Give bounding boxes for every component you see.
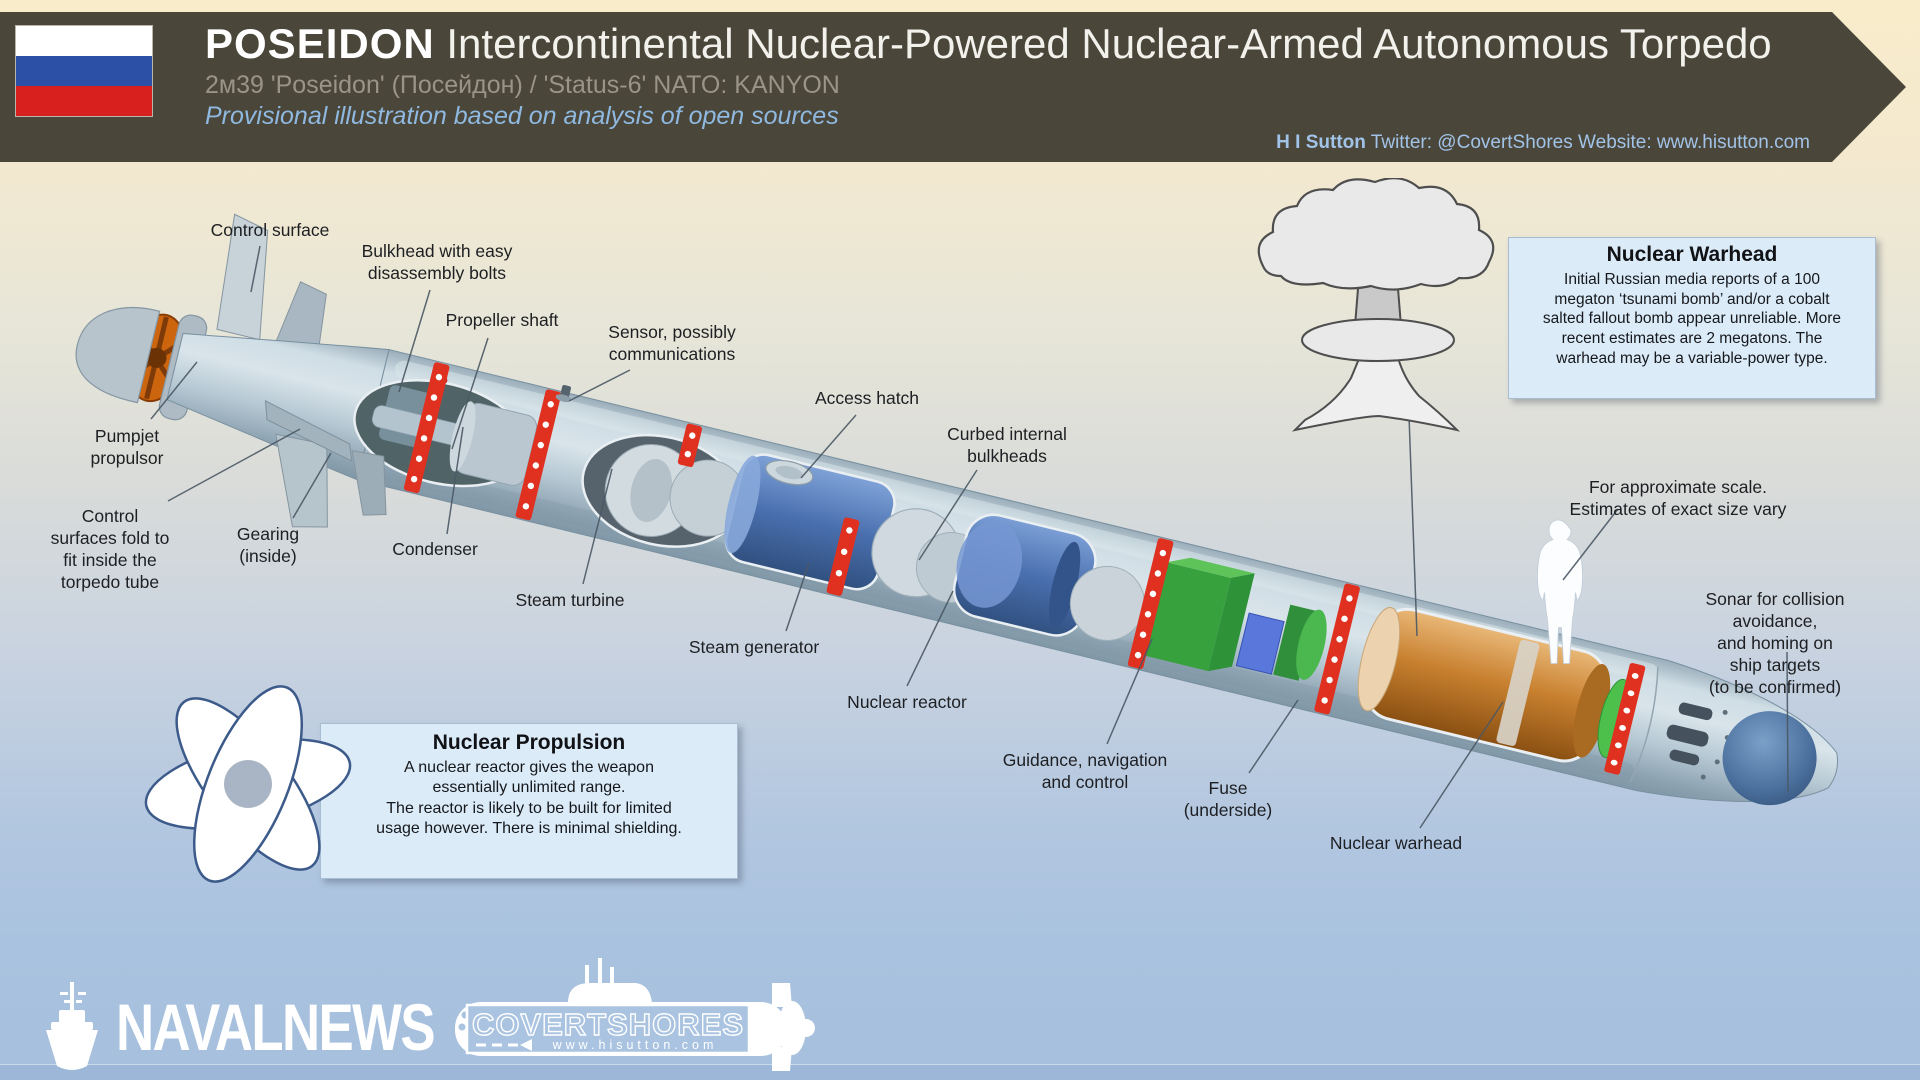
sonar-dome: [1722, 711, 1817, 806]
label-condenser: Condenser: [392, 539, 478, 559]
title-rest: Intercontinental Nuclear-Powered Nuclear…: [446, 20, 1772, 67]
label-fuse: Fuse (underside): [1183, 778, 1273, 821]
nuclear-reactor-section: [952, 513, 1145, 641]
human-scale-figure: [1537, 519, 1583, 664]
navalnews-label: NAVALNEWS: [116, 990, 436, 1064]
flag-stripe-red: [16, 86, 152, 116]
nuclear-propulsion-info-box: Nuclear Propulsion A nuclear reactor giv…: [320, 723, 738, 879]
label-pumpjet: Pumpjet propulsor: [90, 426, 164, 469]
label-sonar: Sonar for collision avoidance, and homin…: [1705, 589, 1845, 698]
folded-fin: [264, 399, 353, 462]
label-gearing: Gearing (inside): [236, 524, 300, 567]
lower-control-fins: [264, 399, 387, 528]
covertshores-submarine-icon: COVERTSHORES www.hisutton.com: [455, 958, 815, 1071]
page-title: POSEIDON Intercontinental Nuclear-Powere…: [205, 20, 1772, 68]
atom-nucleus: [224, 760, 272, 808]
author-credit: H I Sutton Twitter: @CovertShores Websit…: [1276, 132, 1810, 154]
leader-lines: [150, 245, 1789, 829]
atom-icon: [144, 685, 352, 883]
label-curbed-bulkheads: Curbed internal bulkheads: [947, 424, 1067, 467]
label-sensor: Sensor, possibly communications: [608, 322, 736, 365]
access-hatch-graphic: [765, 459, 814, 486]
covertshores-label: COVERTSHORES: [472, 1007, 744, 1042]
header-bar: POSEIDON Intercontinental Nuclear-Powere…: [0, 12, 1906, 162]
label-steam-generator: Steam generator: [688, 637, 820, 657]
propulsion-box-title: Nuclear Propulsion: [432, 731, 626, 754]
propulsion-box-body: A nuclear reactor gives the weapon essen…: [376, 759, 682, 837]
label-guidance: Guidance, navigation and control: [1002, 750, 1168, 793]
warhead-box-title: Nuclear Warhead: [1606, 243, 1778, 266]
label-bulkhead-bolts: Bulkhead with easy disassembly bolts: [361, 241, 513, 284]
russian-flag-icon: [16, 26, 152, 116]
gearing-condenser-section: [353, 376, 538, 488]
navalnews-ship-icon: [46, 982, 98, 1070]
author-links: Twitter: @CovertShores Website: www.hisu…: [1365, 132, 1810, 153]
label-nuclear-reactor: Nuclear reactor: [847, 692, 967, 712]
red-marker-bands: [403, 362, 1646, 775]
steam-generator-section: [724, 453, 896, 591]
footer-strip: [0, 1064, 1920, 1080]
title-disclaimer: Provisional illustration based on analys…: [205, 102, 839, 130]
covertshores-url: www.hisutton.com: [552, 1038, 718, 1052]
sensor-graphic: [555, 384, 572, 403]
nuclear-warhead-info-box: Nuclear Warhead Initial Russian media re…: [1508, 237, 1876, 399]
label-propeller-shaft: Propeller shaft: [445, 310, 559, 330]
title-main: POSEIDON: [205, 20, 435, 67]
guidance-section: [1144, 557, 1327, 681]
label-steam-turbine: Steam turbine: [515, 590, 625, 610]
nose-section: [1629, 667, 1817, 806]
flag-stripe-white: [16, 26, 152, 56]
title-designations: 2м39 'Poseidon' (Посейдон) / 'Status-6' …: [205, 71, 840, 99]
flag-stripe-blue: [16, 56, 152, 86]
warhead-section: [1357, 606, 1632, 763]
label-access-hatch: Access hatch: [814, 388, 920, 408]
label-control-surface: Control surface: [210, 220, 330, 240]
warhead-box-body: Initial Russian media reports of a 100 m…: [1542, 271, 1842, 367]
label-scale-note: For approximate scale. Estimates of exac…: [1569, 477, 1787, 520]
header-titles: POSEIDON Intercontinental Nuclear-Powere…: [205, 20, 1772, 131]
label-control-fold: Control surfaces fold to fit inside the …: [50, 506, 170, 593]
mushroom-cloud-icon: [1257, 178, 1495, 432]
torpedo-illustration: [75, 213, 1839, 806]
author-name: H I Sutton: [1276, 132, 1366, 153]
navalnews-logo: NAVALNEWS: [36, 980, 514, 1074]
label-nuclear-warhead: Nuclear warhead: [1329, 833, 1463, 853]
steam-turbine-section: [581, 433, 747, 548]
